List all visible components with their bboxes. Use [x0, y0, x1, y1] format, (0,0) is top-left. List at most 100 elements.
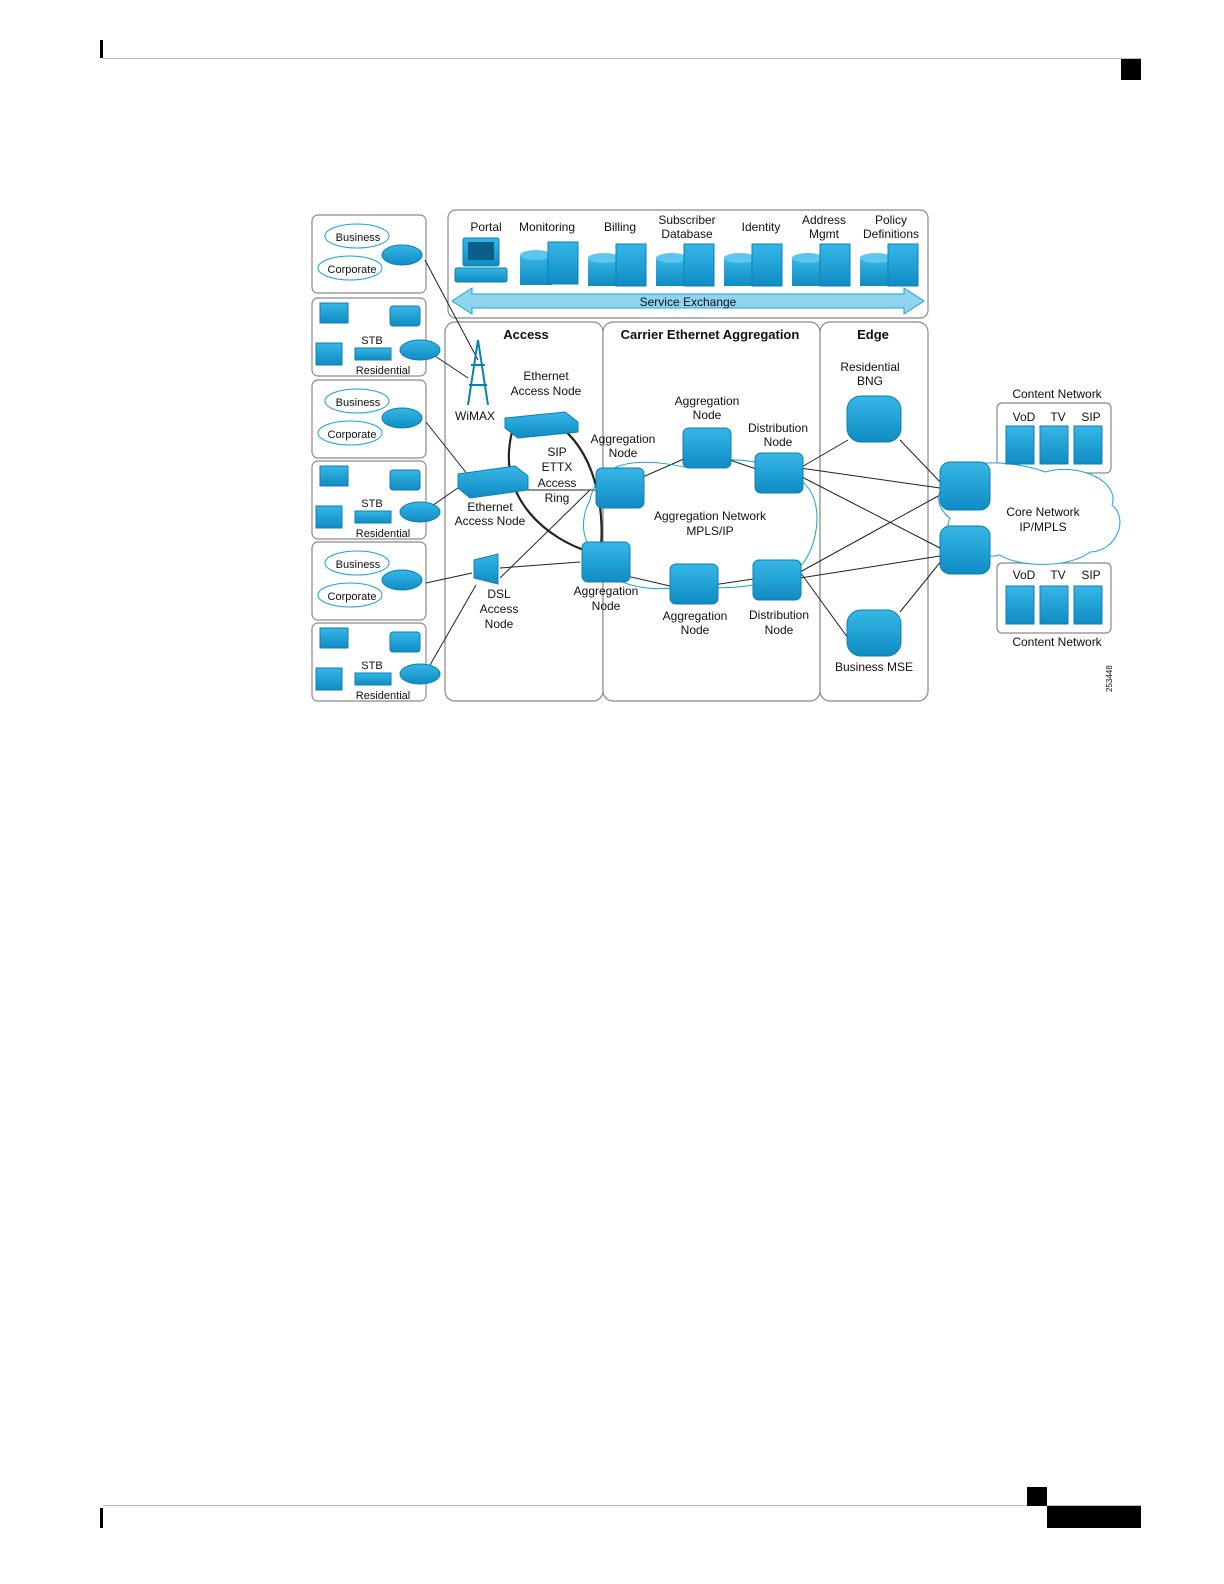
sip-server-icon	[1073, 425, 1103, 465]
header-tick-mark	[100, 40, 103, 58]
tv-icon	[315, 342, 343, 366]
service-exchange-label: Service Exchange	[640, 295, 737, 309]
sip-server-icon	[1073, 585, 1103, 625]
svg-text:Corporate: Corporate	[328, 264, 377, 276]
svg-text:Aggregation: Aggregation	[574, 584, 639, 598]
footer-page-tab	[1047, 1506, 1141, 1528]
svg-text:STB: STB	[361, 498, 382, 510]
set-top-box-icon	[354, 510, 392, 524]
portal-icon	[454, 237, 508, 283]
tv-icon	[315, 505, 343, 529]
svg-text:Identity: Identity	[742, 220, 781, 234]
router-icon	[381, 407, 423, 429]
router-icon	[399, 501, 441, 523]
svg-text:Monitoring: Monitoring	[519, 220, 575, 234]
svg-text:Business: Business	[336, 232, 381, 244]
svg-text:Node: Node	[764, 435, 793, 449]
svg-text:MPLS/IP: MPLS/IP	[686, 524, 733, 538]
svg-text:Database: Database	[661, 227, 713, 241]
svg-text:Aggregation: Aggregation	[663, 609, 728, 623]
svg-text:IP/MPLS: IP/MPLS	[1019, 520, 1066, 534]
tv-icon	[315, 667, 343, 691]
svg-text:Ethernet: Ethernet	[523, 369, 569, 383]
svg-text:TV: TV	[1050, 410, 1065, 424]
core-router-icon	[939, 461, 991, 511]
policy-database-icon	[860, 243, 919, 287]
svg-text:Access Node: Access Node	[511, 384, 582, 398]
svg-text:Access: Access	[538, 476, 577, 490]
phone-icon	[389, 631, 421, 653]
ethernet-switch-icon	[504, 411, 579, 439]
router-icon	[381, 244, 423, 266]
footer-marker	[1027, 1487, 1047, 1506]
mse-icon	[846, 609, 902, 657]
phone-icon	[389, 469, 421, 491]
svg-text:Address: Address	[802, 213, 846, 227]
svg-text:Corporate: Corporate	[328, 429, 377, 441]
svg-text:Access: Access	[480, 602, 519, 616]
svg-text:VoD: VoD	[1013, 410, 1036, 424]
svg-text:Residential: Residential	[356, 528, 410, 540]
svg-text:Billing: Billing	[604, 220, 636, 234]
svg-text:SIP: SIP	[547, 445, 566, 459]
svg-text:Residential: Residential	[356, 690, 410, 702]
core-router-icon	[939, 525, 991, 575]
svg-text:Node: Node	[765, 623, 794, 637]
svg-text:Business: Business	[336, 559, 381, 571]
aggregation-node-icon	[581, 541, 631, 583]
svg-text:VoD: VoD	[1013, 568, 1036, 582]
access-title: Access	[503, 327, 549, 342]
computer-icon	[319, 302, 349, 324]
svg-text:Corporate: Corporate	[328, 591, 377, 603]
svg-text:SIP: SIP	[1081, 410, 1100, 424]
subscriber-database-icon	[656, 243, 715, 287]
aggregation-node-icon	[595, 467, 645, 509]
svg-text:Node: Node	[592, 599, 621, 613]
bng-icon	[846, 395, 902, 443]
distribution-node-icon	[752, 559, 802, 601]
computer-icon	[319, 465, 349, 487]
router-icon	[381, 569, 423, 591]
svg-text:ETTX: ETTX	[542, 460, 573, 474]
svg-text:Node: Node	[681, 623, 710, 637]
router-icon	[399, 339, 441, 361]
edge-labels: Residential BNG Business MSE	[835, 360, 913, 674]
aggregation-node-icon	[669, 563, 719, 605]
svg-text:Aggregation: Aggregation	[591, 432, 656, 446]
svg-text:Aggregation Network: Aggregation Network	[654, 509, 767, 523]
wimax-tower-icon	[467, 339, 489, 406]
computer-icon	[319, 627, 349, 649]
header-rule	[103, 58, 1141, 59]
aggregation-labels: Aggregation Node Aggregation Node Distri…	[574, 394, 809, 637]
router-icon	[399, 663, 441, 685]
svg-text:DSL: DSL	[487, 587, 511, 601]
svg-text:Ring: Ring	[545, 491, 570, 505]
svg-text:Node: Node	[609, 446, 638, 460]
billing-database-icon	[588, 243, 647, 287]
svg-text:Subscriber: Subscriber	[658, 213, 715, 227]
vod-server-icon	[1005, 425, 1035, 465]
svg-text:Distribution: Distribution	[749, 608, 809, 622]
svg-text:Access Node: Access Node	[455, 514, 526, 528]
set-top-box-icon	[354, 672, 392, 686]
address-database-icon	[792, 243, 851, 287]
aggregation-node-icon	[682, 427, 732, 469]
svg-text:Policy: Policy	[875, 213, 907, 227]
identity-database-icon	[724, 243, 783, 287]
ethernet-switch-icon	[457, 465, 529, 499]
core-labels: Content Network VoD TV SIP Core Network …	[1006, 387, 1102, 649]
svg-text:Core Network: Core Network	[1006, 505, 1080, 519]
header-marker	[1121, 59, 1141, 80]
footer-tick-mark	[100, 1508, 103, 1528]
phone-icon	[389, 305, 421, 327]
svg-text:STB: STB	[361, 660, 382, 672]
svg-text:SIP: SIP	[1081, 568, 1100, 582]
vod-server-icon	[1005, 585, 1035, 625]
tv-server-icon	[1039, 585, 1069, 625]
network-architecture-diagram: Access Carrier Ethernet Aggregation Edge	[311, 209, 1121, 702]
svg-text:Portal: Portal	[470, 220, 501, 234]
dsl-access-icon	[473, 553, 499, 585]
svg-text:Content Network: Content Network	[1012, 635, 1102, 649]
svg-text:Mgmt: Mgmt	[809, 227, 840, 241]
svg-text:STB: STB	[361, 335, 382, 347]
